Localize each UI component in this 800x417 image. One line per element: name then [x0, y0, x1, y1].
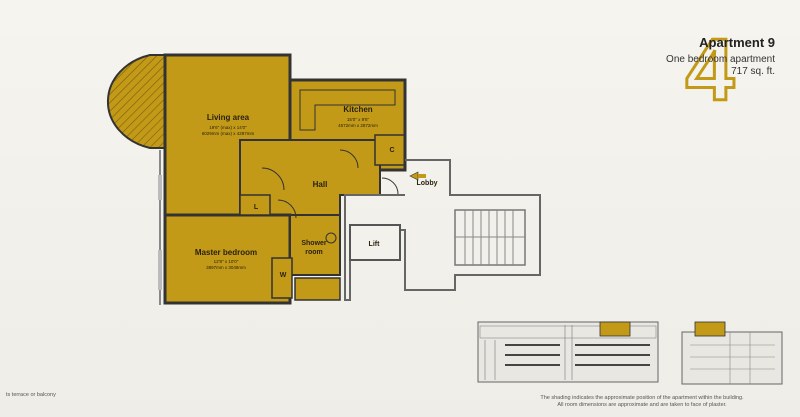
entry-arrow-shaft	[418, 174, 426, 178]
building-elevation-right	[681, 321, 783, 385]
master-bedroom	[163, 213, 292, 305]
door-swing	[339, 149, 359, 169]
door-swing	[261, 167, 285, 191]
master-bedroom-label: Master bedroom	[195, 248, 257, 257]
lobby-label: Lobby	[417, 180, 438, 187]
lobby-walls	[344, 159, 541, 301]
title-block: Apartment 9 One bedroom apartment 717 sq…	[600, 20, 785, 120]
footnote-right-line-2: All room dimensions are approximate and …	[557, 402, 727, 408]
linen-label: L	[254, 204, 259, 211]
apartment-title: Apartment 9	[699, 35, 775, 50]
kitchen-counter	[299, 89, 396, 131]
shower-room-label-1: Shower	[301, 240, 327, 247]
kitchen-metric: 4572mm x 2872mm	[338, 123, 378, 128]
wardrobe-label: W	[280, 272, 287, 279]
living-area-metric: 6029mm (max) x 4287mm	[202, 131, 255, 136]
apartment-type: One bedroom apartment	[666, 54, 775, 65]
shower-room-label-2: room	[305, 249, 323, 256]
linen-cupboard	[239, 194, 271, 216]
footnote-right-line-1: The shading indicates the approximate po…	[540, 395, 744, 401]
wardrobe	[271, 257, 293, 299]
cupboard-label: C	[389, 147, 394, 154]
master-bedroom-imperial: 12'8" x 10'0"	[214, 259, 239, 264]
hall-label: Hall	[313, 180, 328, 189]
building-elevation-left	[477, 321, 659, 383]
living-area-imperial: 19'6" (max) x 14'0"	[209, 125, 247, 130]
door-swing	[277, 199, 297, 219]
lift-label: Lift	[369, 241, 381, 248]
lift-shaft	[349, 224, 401, 261]
kitchen-label: Kitchen	[343, 105, 372, 114]
living-area-label: Living area	[207, 113, 250, 122]
door-swing	[381, 177, 399, 195]
shower-tray	[294, 277, 341, 301]
apartment-area: 717 sq. ft.	[731, 66, 775, 77]
balcony	[106, 54, 166, 149]
footnote-left: ts terrace or balcony	[6, 392, 56, 398]
outer-wall	[165, 53, 407, 170]
kitchen-imperial: 15'0" x 9'5"	[347, 117, 370, 122]
apartment-subtitle: One bedroom apartment 717 sq. ft.	[666, 54, 775, 78]
entry-arrow	[409, 171, 419, 181]
apartment-number: 4	[686, 20, 735, 119]
master-bedroom-metric: 3897mm x 3048mm	[206, 265, 246, 270]
toilet	[325, 232, 337, 244]
footnote-right: The shading indicates the approximate po…	[492, 395, 792, 409]
stair-treads	[455, 210, 525, 265]
shower-room	[289, 214, 341, 276]
